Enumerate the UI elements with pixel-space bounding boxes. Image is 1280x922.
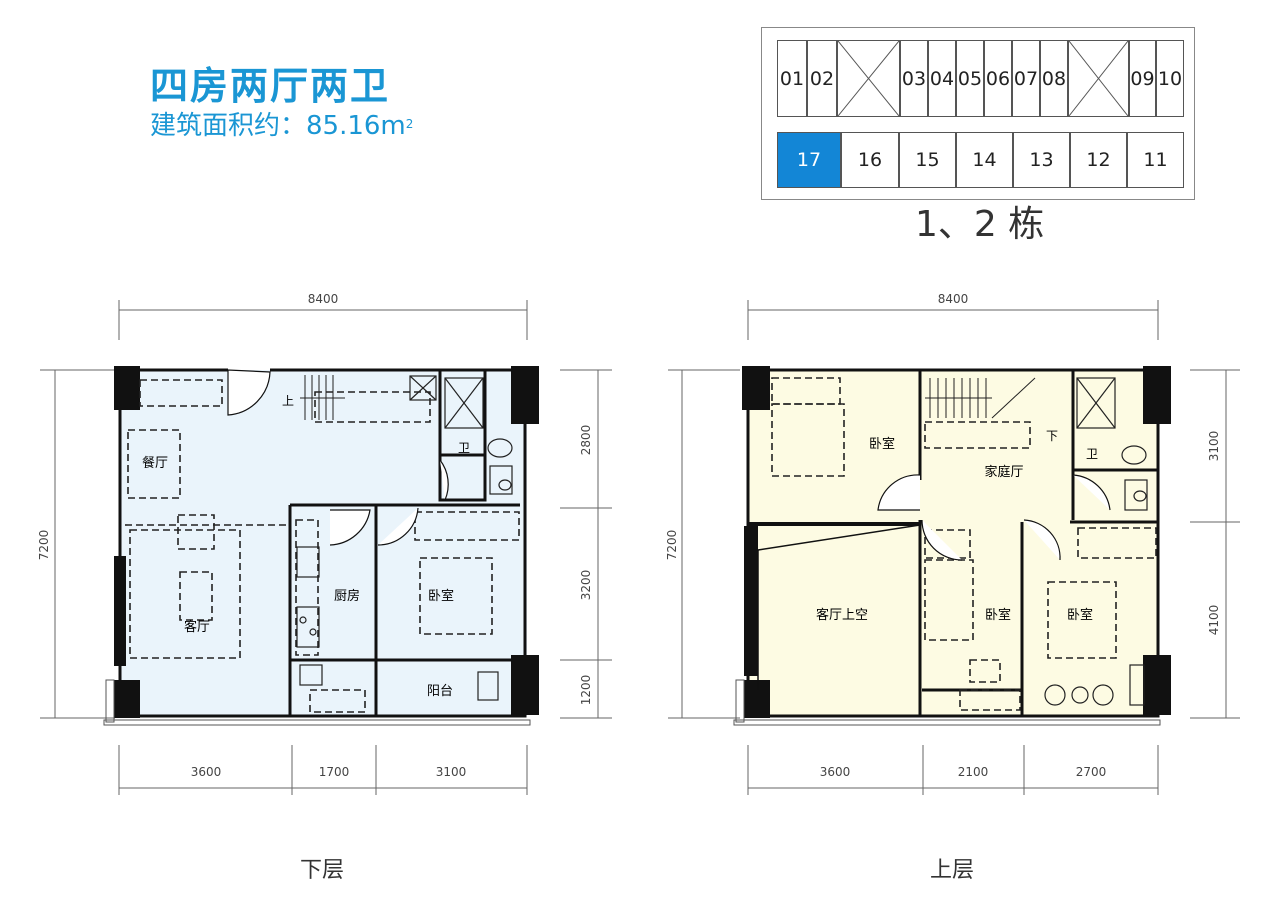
unit-03[interactable]: 03: [900, 40, 928, 117]
dim-right-1: 3100: [1207, 431, 1221, 462]
dim-left: 7200: [665, 530, 679, 561]
dim-right-3: 1200: [579, 675, 593, 706]
unit-01[interactable]: 01: [777, 40, 807, 117]
unit-13[interactable]: 13: [1013, 132, 1070, 188]
lower-floor-plan: 8400 7200 2800 3200 1200 3600 1700 3100: [37, 292, 612, 795]
room-label-living: 客厅: [184, 619, 210, 635]
lower-floor-caption: 下层: [300, 858, 345, 883]
unit-08[interactable]: 08: [1040, 40, 1068, 117]
unit-15[interactable]: 15: [899, 132, 956, 188]
column: [114, 366, 140, 410]
upper-dimensions: [668, 300, 1240, 795]
stair-up: [300, 375, 345, 420]
room-label-balcony: 阳台: [427, 684, 453, 699]
upper-doors: [877, 474, 1111, 561]
dim-top: 8400: [308, 292, 339, 306]
dim-right-1: 2800: [579, 425, 593, 456]
lower-furniture: [125, 379, 520, 713]
room-label-bathroom: 卫: [1086, 447, 1098, 461]
building-label: 1、2 栋: [915, 204, 1045, 245]
stair-down-label: 下: [1046, 429, 1058, 443]
dim-left: 7200: [37, 530, 51, 561]
room-label-kitchen: 厨房: [334, 588, 360, 604]
column: [742, 366, 770, 410]
dim-bottom-1: 3600: [820, 765, 851, 779]
upper-floor-plan: 8400 7200 3100 4100 3600 2100 2700: [665, 292, 1240, 795]
column: [744, 526, 758, 676]
kitchen-fixtures: [296, 546, 323, 686]
stair-down: [925, 377, 1036, 419]
void-edge: [748, 522, 920, 526]
room-label-bathroom: 卫: [458, 441, 470, 455]
unit-04[interactable]: 04: [928, 40, 956, 117]
unit-07[interactable]: 07: [1012, 40, 1040, 117]
column: [511, 655, 539, 715]
void-line: [757, 524, 921, 551]
lower-balcony-rail: [103, 679, 531, 726]
dim-right-2: 4100: [1207, 605, 1221, 636]
unit-11[interactable]: 11: [1127, 132, 1184, 188]
lower-floor-fill: [119, 370, 527, 716]
unit-12[interactable]: 12: [1070, 132, 1127, 188]
core-cross: [1068, 40, 1129, 117]
unit-02[interactable]: 02: [807, 40, 837, 117]
column: [1143, 655, 1171, 715]
unit-14[interactable]: 14: [956, 132, 1013, 188]
dim-right-2: 3200: [579, 570, 593, 601]
dim-bottom-2: 2100: [958, 765, 989, 779]
column: [114, 680, 140, 718]
upper-balcony-rail: [733, 679, 1161, 726]
dim-bottom-3: 3100: [436, 765, 467, 779]
lower-dimensions: [40, 300, 612, 795]
unit-17[interactable]: 17: [777, 132, 841, 188]
room-label-bedroom: 卧室: [428, 588, 454, 604]
area-label: 建筑面积约：85.16m2: [150, 111, 414, 141]
room-label-void: 客厅上空: [816, 607, 868, 623]
column: [744, 680, 770, 718]
column: [511, 366, 539, 424]
room-label-bedroom-2: 卧室: [985, 607, 1011, 623]
lower-doors: [227, 369, 449, 546]
dim-top: 8400: [938, 292, 969, 306]
upper-floor-caption: 上层: [930, 858, 975, 883]
plan-title: 四房两厅两卫: [150, 64, 391, 108]
dim-bottom-3: 2700: [1076, 765, 1107, 779]
column: [114, 556, 126, 666]
unit-16[interactable]: 16: [841, 132, 899, 188]
unit-06[interactable]: 06: [984, 40, 1012, 117]
room-label-bedroom-1: 卧室: [869, 436, 895, 452]
room-label-family-hall: 家庭厅: [984, 464, 1023, 480]
stair-up-label: 上: [282, 394, 294, 408]
cross-mark: [1069, 41, 1128, 116]
cross-mark: [838, 41, 899, 116]
upper-bathroom-fixtures: [1044, 377, 1148, 706]
unit-05[interactable]: 05: [956, 40, 984, 117]
dim-bottom-1: 3600: [191, 765, 222, 779]
upper-furniture: [771, 377, 1157, 711]
core-cross: [837, 40, 900, 117]
room-label-dining: 餐厅: [142, 455, 168, 471]
unit-10[interactable]: 10: [1156, 40, 1184, 117]
lower-walls: [118, 368, 527, 718]
room-label-bedroom-3: 卧室: [1067, 607, 1093, 623]
bathroom-fixtures: [409, 375, 513, 701]
dim-bottom-2: 1700: [319, 765, 350, 779]
unit-key-plan: 01 02 03 04 05 06 07 08 09 10 17 16 15 1…: [761, 27, 1195, 200]
column: [1143, 366, 1171, 424]
unit-09[interactable]: 09: [1129, 40, 1156, 117]
